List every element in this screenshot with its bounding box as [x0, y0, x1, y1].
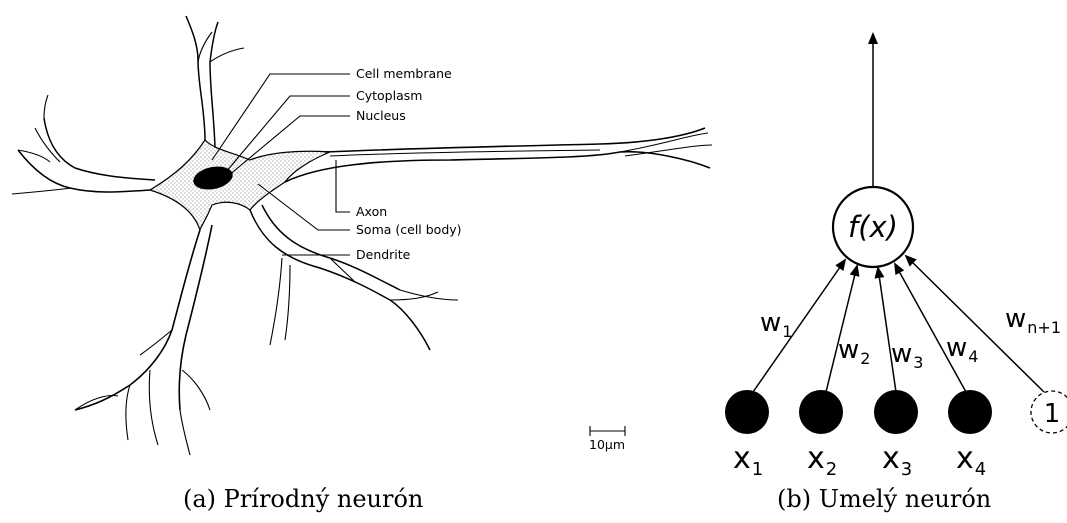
weight-label-bias: wn+1 [1005, 304, 1061, 337]
label-soma: Soma (cell body) [356, 222, 462, 237]
scale-label: 10μm [589, 437, 625, 452]
weight-label-1: w1 [760, 308, 792, 341]
scale-bar: 10μm [589, 426, 625, 452]
neuron-labels: Cell membrane Cytoplasm Nucleus Axon Som… [356, 66, 462, 262]
label-cell-membrane: Cell membrane [356, 66, 452, 81]
input-label-3: x3 [882, 441, 912, 480]
input-node-4 [948, 390, 992, 434]
artificial-neuron: f(x) 1 x1 x2 x3 x4 w1 w2 w3 w4 wn+1 [725, 34, 1067, 480]
input-label-1: x1 [733, 441, 763, 480]
input-node-2 [799, 390, 843, 434]
caption-natural-neuron: (a) Prírodný neurón [183, 485, 423, 513]
caption-artificial-neuron: (b) Umelý neurón [777, 485, 991, 513]
weight-label-2: w2 [838, 335, 870, 368]
soma-body [150, 140, 330, 230]
activation-function-label: f(x) [848, 210, 898, 244]
label-dendrite: Dendrite [356, 247, 411, 262]
input-label-4: x4 [956, 441, 986, 480]
input-node-3 [874, 390, 918, 434]
input-label-2: x2 [807, 441, 837, 480]
bias-label: 1 [1044, 399, 1061, 429]
label-cytoplasm: Cytoplasm [356, 88, 422, 103]
input-node-1 [725, 390, 769, 434]
weight-label-3: w3 [891, 339, 923, 372]
label-axon: Axon [356, 204, 387, 219]
label-nucleus: Nucleus [356, 108, 406, 123]
weight-label-4: w4 [946, 333, 978, 366]
